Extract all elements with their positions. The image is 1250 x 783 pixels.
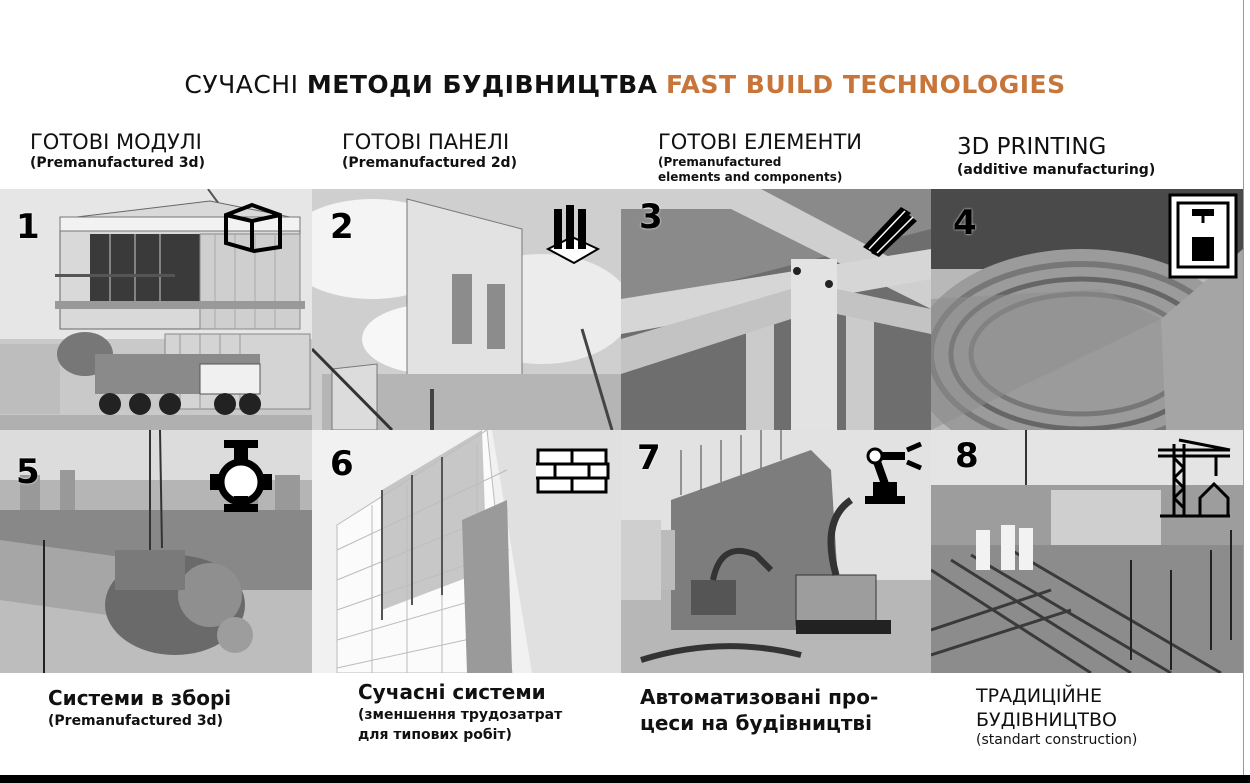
tile-number: 4 [953,203,977,243]
heading-sub: (Premanufactured 3d) [30,155,205,171]
tile-traditional-photo: 8 [931,430,1243,673]
heading-text: ГОТОВІ МОДУЛІ [30,130,202,154]
heading-sub: (additive manufacturing) [957,162,1156,178]
tile-number: 2 [330,207,354,247]
heading-sub: (Premanufactured 2d) [342,155,517,171]
heading-text: 3D PRINTING [957,134,1107,160]
pump-icon [210,440,272,512]
slide-title: СУЧАСНІ МЕТОДИ БУДІВНИЦТВА FAST BUILD TE… [0,70,1250,99]
heading-text: ГОТОВІ ЕЛЕМЕНТИ [658,130,863,154]
caption-sub: (standart construction) [976,732,1138,748]
module-box-icon [224,202,282,253]
brick-wall-icon [536,448,610,494]
timber-beams-icon [863,207,917,257]
caption-line-1: Автоматизовані про- [640,685,879,709]
heading-text: ГОТОВІ ПАНЕЛІ [342,130,510,154]
tile-automation-photo: 7 [621,430,931,673]
column-heading-panels: ГОТОВІ ПАНЕЛІ (Premanufactured 2d) [342,129,517,172]
3d-printer-icon [1168,193,1238,279]
title-part-3: FAST BUILD TECHNOLOGIES [665,70,1066,99]
title-part-2: МЕТОДИ БУДІВНИЦТВА [306,70,658,99]
title-part-1: СУЧАСНІ [184,70,299,99]
slide-edge-line [1243,0,1244,775]
robot-arm-icon [865,442,922,504]
modules-illustration [0,189,312,430]
panels-illustration [312,189,621,430]
caption-line-2: БУДІВНИЦТВО [976,709,1117,731]
heading-sub-line-1: (Premanufactured [658,155,782,169]
tile-number: 1 [16,207,40,247]
caption-modern-systems: Сучасні системи (зменшення трудозатрат д… [358,680,562,745]
tile-number: 7 [637,438,661,478]
caption-sub-line-1: (зменшення трудозатрат [358,707,563,723]
caption-line-2: цеси на будівництві [640,711,872,735]
elements-illustration [621,189,931,430]
caption-automation: Автоматизовані про- цеси на будівництві [640,684,878,736]
tile-modules-photo: 1 [0,189,312,430]
tile-number: 3 [639,197,663,237]
wall-panels-icon [545,205,600,265]
traditional-illustration [931,430,1243,673]
caption-heading: Сучасні системи [358,680,546,704]
automation-illustration [621,430,931,673]
caption-systems: Системи в зборі (Premanufactured 3d) [48,686,231,731]
caption-line-1: ТРАДИЦІЙНЕ [976,685,1102,707]
caption-traditional: ТРАДИЦІЙНЕ БУДІВНИЦТВО (standart constru… [976,684,1137,749]
caption-sub: (Premanufactured 3d) [48,713,223,729]
tile-3d-printing-photo: 4 [931,189,1243,430]
column-heading-modules: ГОТОВІ МОДУЛІ (Premanufactured 3d) [30,129,205,172]
caption-sub-line-2: для типових робіт) [358,727,512,743]
tile-elements-photo: 3 [621,189,931,430]
tile-facade-photo: 6 [312,430,621,673]
tile-systems-photo: 5 [0,430,312,673]
tile-number: 8 [955,436,979,476]
3d-printing-illustration [931,189,1243,430]
tower-crane-icon [1158,438,1231,518]
heading-sub-line-2: elements and components) [658,170,843,184]
systems-illustration [0,430,312,673]
tile-number: 6 [330,444,354,484]
column-heading-elements: ГОТОВІ ЕЛЕМЕНТИ (Premanufactured element… [658,129,862,185]
caption-heading: Системи в зборі [48,686,232,710]
tile-number: 5 [16,452,40,492]
column-heading-3d-printing: 3D PRINTING (additive manufacturing) [957,133,1155,179]
tile-panels-photo: 2 [312,189,621,430]
